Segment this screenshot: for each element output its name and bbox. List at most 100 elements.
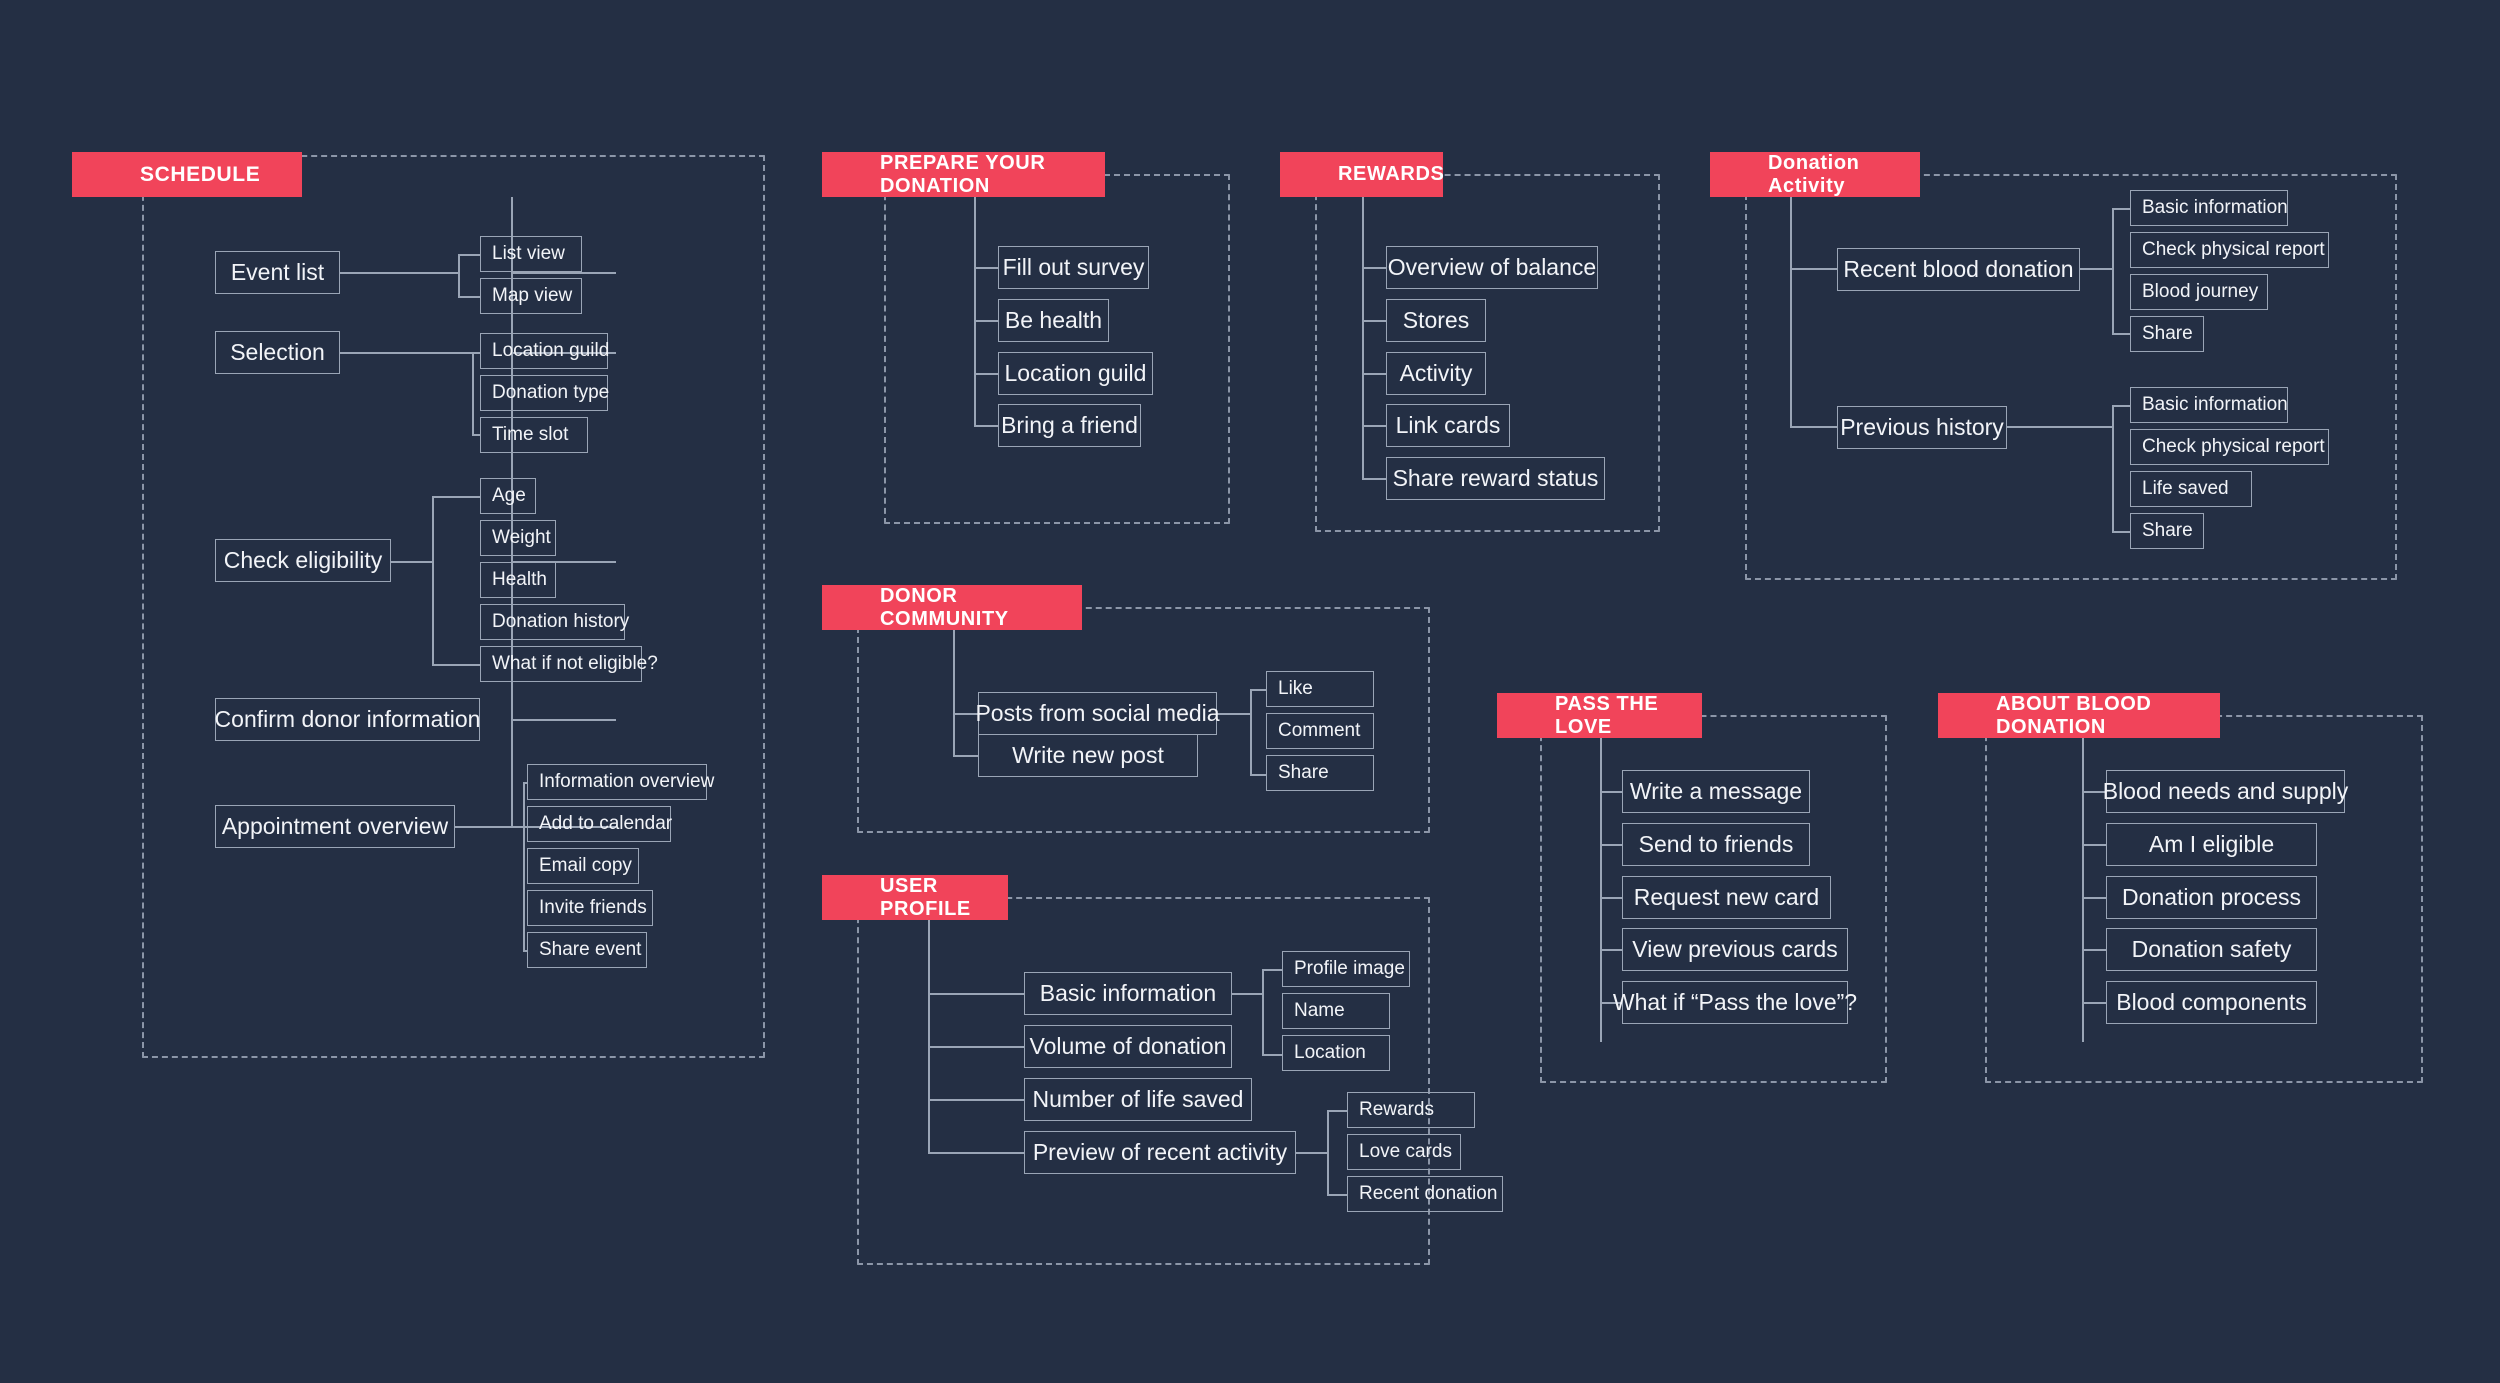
node-donation-process[interactable]: Donation process	[2106, 876, 2317, 919]
connector	[2082, 1002, 2106, 1004]
donor-community-section-header[interactable]: DONOR COMMUNITY	[822, 585, 1082, 630]
node-location-guild-prepare[interactable]: Location guild	[998, 352, 1153, 395]
node-rewards-preview[interactable]: Rewards	[1347, 1092, 1475, 1128]
node-request-new-card[interactable]: Request new card	[1622, 876, 1831, 919]
node-blood-journey[interactable]: Blood journey	[2130, 274, 2268, 310]
node-name[interactable]: Name	[1282, 993, 1390, 1029]
node-send-to-friends[interactable]: Send to friends	[1622, 823, 1810, 866]
node-share-previous[interactable]: Share	[2130, 513, 2204, 549]
about-blood-donation-trunk	[2082, 738, 2084, 1042]
user-profile-section-header[interactable]: USER PROFILE	[822, 875, 1008, 920]
connector	[472, 352, 480, 354]
node-write-new-post[interactable]: Write new post	[978, 734, 1198, 777]
node-donation-type[interactable]: Donation type	[480, 375, 609, 411]
prepare-section-header[interactable]: PREPARE YOUR DONATION	[822, 152, 1105, 197]
node-confirm-donor-information[interactable]: Confirm donor information	[215, 698, 480, 741]
node-location-guild[interactable]: Location guild	[480, 333, 609, 369]
node-view-previous-cards[interactable]: View previous cards	[1622, 928, 1848, 971]
node-list-view[interactable]: List view	[480, 236, 582, 272]
node-check-eligibility[interactable]: Check eligibility	[215, 539, 391, 582]
connector	[432, 496, 480, 498]
connector	[1327, 1110, 1347, 1112]
node-blood-components[interactable]: Blood components	[2106, 981, 2317, 1024]
node-comment[interactable]: Comment	[1266, 713, 1374, 749]
node-basic-information-previous[interactable]: Basic information	[2130, 387, 2288, 423]
node-share-community[interactable]: Share	[1266, 755, 1374, 791]
node-event-list[interactable]: Event list	[215, 251, 340, 294]
node-donation-history[interactable]: Donation history	[480, 604, 629, 640]
node-previous-history[interactable]: Previous history	[1837, 406, 2007, 449]
node-share-recent[interactable]: Share	[2130, 316, 2204, 352]
connector	[1232, 993, 1262, 995]
node-number-of-life-saved[interactable]: Number of life saved	[1024, 1078, 1252, 1121]
node-write-a-message[interactable]: Write a message	[1622, 770, 1810, 813]
schedule-section-header[interactable]: SCHEDULE	[72, 152, 302, 197]
node-blood-needs-and-supply[interactable]: Blood needs and supply	[2103, 770, 2348, 813]
node-add-to-calendar[interactable]: Add to calendar	[527, 806, 672, 842]
node-basic-information-recent[interactable]: Basic information	[2130, 190, 2288, 226]
pass-the-love-section-title: PASS THE LOVE	[1555, 692, 1659, 738]
node-posts-from-social-media[interactable]: Posts from social media	[975, 692, 1220, 735]
node-recent-donation[interactable]: Recent donation	[1347, 1176, 1503, 1212]
rewards-section-header[interactable]: REWARDS	[1280, 152, 1444, 197]
connector	[953, 755, 978, 757]
node-recent-blood-donation[interactable]: Recent blood donation	[1837, 248, 2080, 291]
user-profile-section-container	[857, 897, 1430, 1265]
node-location[interactable]: Location	[1282, 1035, 1390, 1071]
node-love-cards[interactable]: Love cards	[1347, 1134, 1461, 1170]
connector	[2007, 426, 2112, 428]
node-health[interactable]: Health	[480, 562, 556, 598]
node-stores[interactable]: Stores	[1386, 299, 1486, 342]
connector	[1600, 949, 1622, 951]
connector	[974, 267, 998, 269]
node-map-view[interactable]: Map view	[480, 278, 582, 314]
node-life-saved[interactable]: Life saved	[2130, 471, 2252, 507]
connector	[472, 434, 480, 436]
node-activity[interactable]: Activity	[1386, 352, 1486, 395]
node-donation-safety[interactable]: Donation safety	[2106, 928, 2317, 971]
node-like[interactable]: Like	[1266, 671, 1374, 707]
node-bring-a-friend[interactable]: Bring a friend	[998, 404, 1141, 447]
node-share-event[interactable]: Share event	[527, 932, 647, 968]
connector	[2112, 208, 2130, 210]
node-email-copy[interactable]: Email copy	[527, 848, 639, 884]
rewards-trunk	[1362, 197, 1364, 479]
node-what-if-pass-the-love[interactable]: What if “Pass the love”?	[1613, 981, 1857, 1024]
node-appointment-overview[interactable]: Appointment overview	[215, 805, 455, 848]
connector	[523, 782, 527, 784]
connector	[340, 272, 458, 274]
node-link-cards[interactable]: Link cards	[1386, 404, 1510, 447]
about-blood-donation-section-header[interactable]: ABOUT BLOOD DONATION	[1938, 693, 2220, 738]
connector	[928, 993, 1024, 995]
connector	[432, 496, 434, 666]
connector	[1362, 267, 1386, 269]
node-age[interactable]: Age	[480, 478, 536, 514]
pass-the-love-section-header[interactable]: PASS THE LOVE	[1497, 693, 1702, 738]
node-weight[interactable]: Weight	[480, 520, 556, 556]
node-check-physical-report-recent[interactable]: Check physical report	[2130, 232, 2329, 268]
node-check-physical-report-previous[interactable]: Check physical report	[2130, 429, 2329, 465]
node-be-health[interactable]: Be health	[998, 299, 1109, 342]
node-what-if-not-eligible[interactable]: What if not eligible?	[480, 646, 658, 682]
node-time-slot[interactable]: Time slot	[480, 417, 588, 453]
node-basic-information-profile[interactable]: Basic information	[1024, 972, 1232, 1015]
node-selection[interactable]: Selection	[215, 331, 340, 374]
connector	[1790, 426, 1837, 428]
node-fill-out-survey[interactable]: Fill out survey	[998, 246, 1149, 289]
donation-activity-section-header[interactable]: Donation Activity	[1710, 152, 1920, 197]
connector	[1362, 320, 1386, 322]
node-invite-friends[interactable]: Invite friends	[527, 890, 653, 926]
connector	[928, 1046, 1024, 1048]
node-information-overview[interactable]: Information overview	[527, 764, 714, 800]
node-share-reward-status[interactable]: Share reward status	[1386, 457, 1605, 500]
node-volume-of-donation[interactable]: Volume of donation	[1024, 1025, 1232, 1068]
connector	[2082, 897, 2106, 899]
connector	[2082, 844, 2106, 846]
node-overview-of-balance[interactable]: Overview of balance	[1386, 246, 1598, 289]
connector	[1362, 373, 1386, 375]
node-preview-of-recent-activity[interactable]: Preview of recent activity	[1024, 1131, 1296, 1174]
connector	[953, 713, 978, 715]
node-profile-image[interactable]: Profile image	[1282, 951, 1410, 987]
schedule-trunk	[511, 197, 513, 827]
node-am-i-eligible[interactable]: Am I eligible	[2106, 823, 2317, 866]
